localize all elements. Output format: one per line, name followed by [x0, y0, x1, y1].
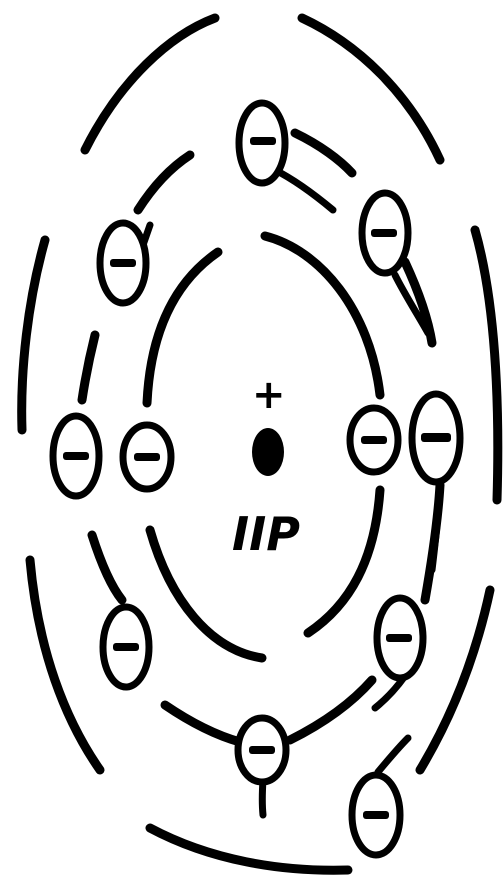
- electron-middle-top: [239, 103, 285, 183]
- outer-shell-arc-top-right: [302, 18, 440, 160]
- electron-outer-bottom-right: [352, 775, 400, 855]
- electron-middle-left: [53, 416, 99, 496]
- outer-shell-arc-top-left: [85, 18, 215, 150]
- electron-sign: [63, 452, 89, 460]
- middle-shell-arc-bottom-left: [165, 705, 240, 742]
- electron-inner-right: [350, 408, 398, 472]
- outer-shell-arc-bottom: [150, 828, 348, 870]
- outer-shell-arc-left: [22, 240, 45, 430]
- electron-middle-lower-right: [377, 598, 423, 678]
- middle-shell-arc-top-right: [295, 133, 352, 173]
- electron-inner-bottom: [238, 718, 286, 782]
- inner-shell-arc-right-lower: [308, 490, 380, 633]
- outer-shell-arc-lower-left: [30, 560, 100, 770]
- outer-shell-arc-right: [475, 230, 498, 500]
- electron-middle-upper-right: [362, 193, 408, 273]
- middle-shell-arc-bottom-right: [290, 680, 372, 740]
- electron-sign: [134, 453, 160, 461]
- electrons: [53, 103, 460, 855]
- electron-sign: [363, 811, 389, 819]
- electron-sign: [113, 643, 139, 651]
- nucleus-charge-sign: +: [252, 372, 286, 418]
- nucleus-dot: [252, 428, 284, 476]
- connector-top: [275, 170, 333, 210]
- middle-shell-arc-top-left: [138, 155, 190, 210]
- electron-sign: [371, 229, 397, 237]
- electron-sign: [386, 634, 412, 642]
- middle-shell-arc-left-lower: [92, 535, 122, 600]
- nucleus-label: IIP: [232, 507, 300, 561]
- electron-sign: [250, 137, 276, 145]
- electron-sign: [249, 746, 275, 754]
- outer-shell-arc-lower-right: [420, 590, 490, 770]
- electron-sign: [361, 436, 387, 444]
- electron-middle-lower-left: [103, 607, 149, 687]
- connector-bottom-right: [378, 738, 408, 772]
- electron-sign: [110, 259, 136, 267]
- electron-inner-left: [123, 425, 171, 489]
- electron-outer-right: [412, 394, 460, 482]
- electron-sign: [421, 433, 451, 442]
- electron-middle-upper-left: [100, 223, 146, 303]
- middle-shell-arc-left-upper: [82, 335, 95, 400]
- nucleus: + IIP: [232, 372, 300, 561]
- inner-shell-arc-left: [147, 252, 218, 403]
